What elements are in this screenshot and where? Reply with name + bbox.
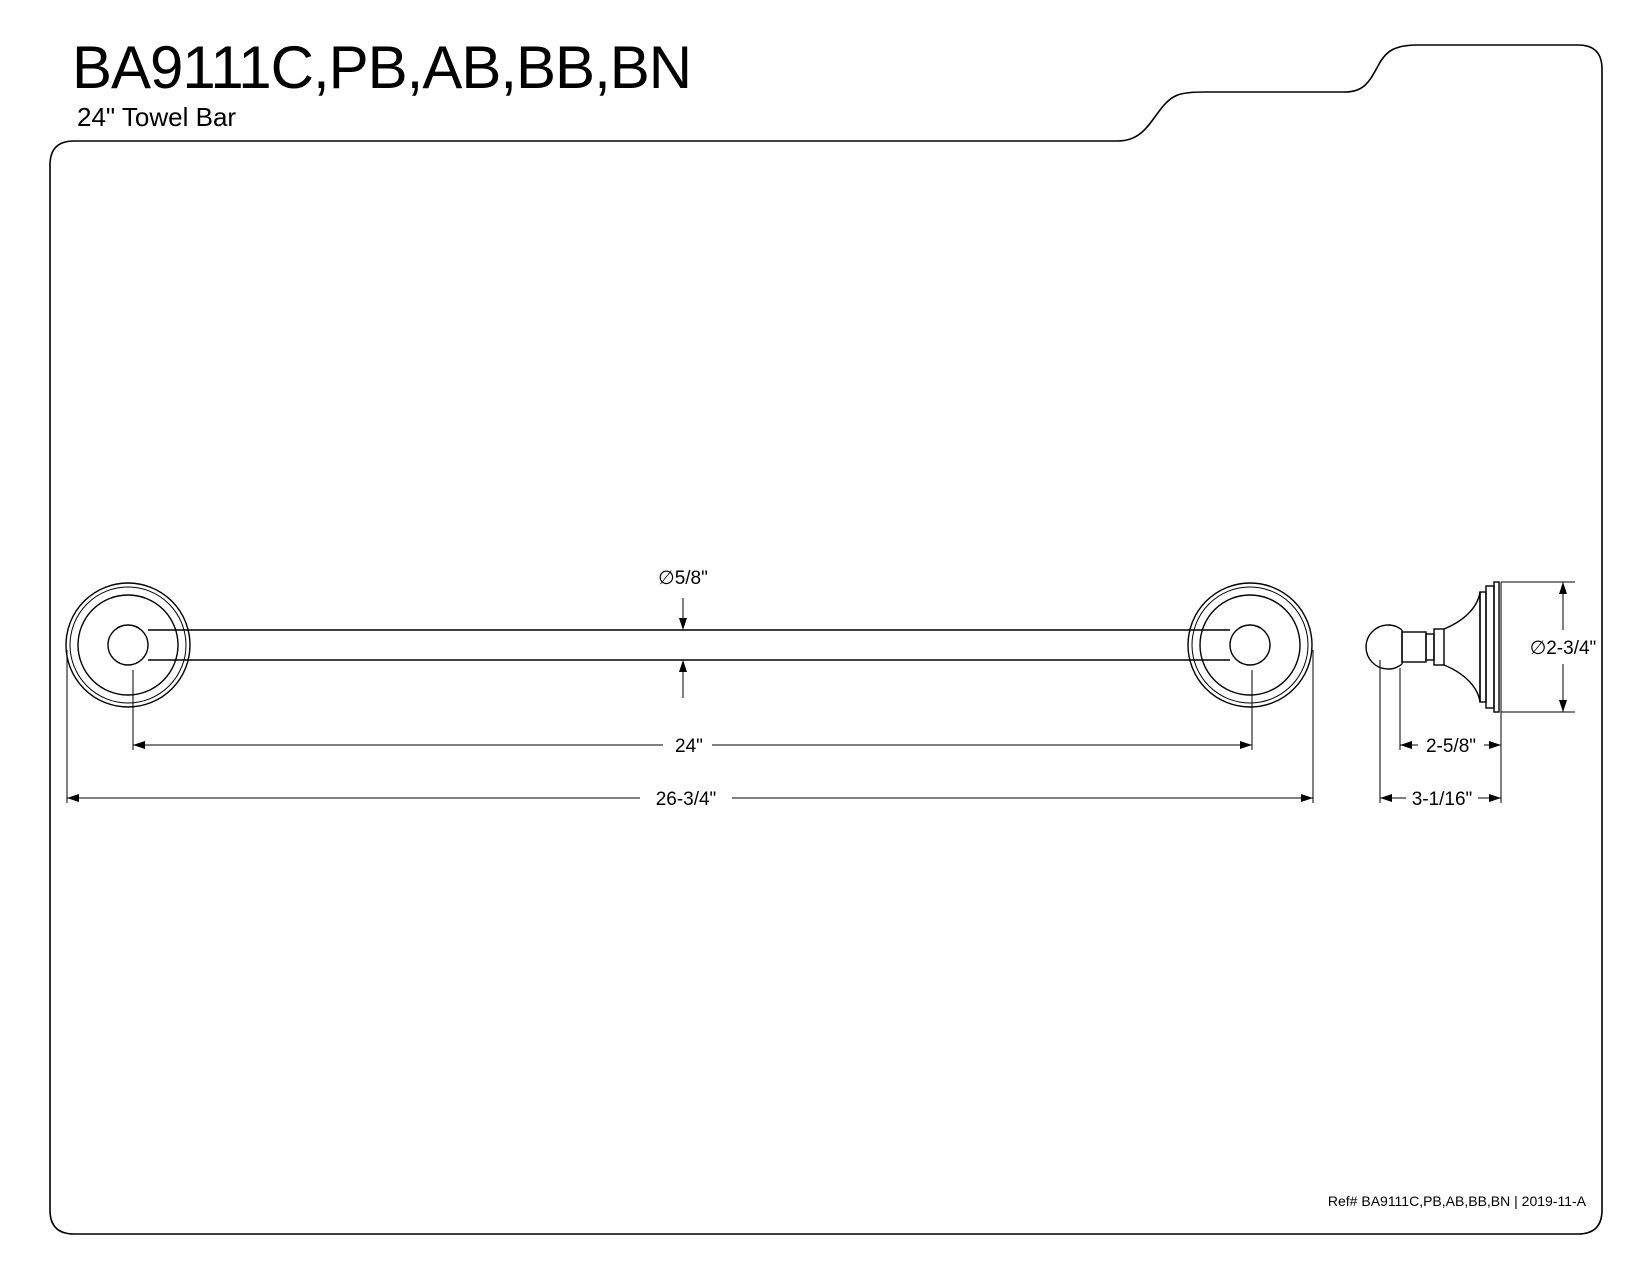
product-title: BA9111C,PB,AB,BB,BN <box>72 34 691 101</box>
bar-diameter-callout <box>679 598 687 698</box>
reference-footer: Ref# BA9111C,PB,AB,BB,BN | 2019-11-A <box>1328 1193 1587 1209</box>
center-to-center-dimension <box>132 670 1253 750</box>
overall-length-dimension <box>66 650 1314 803</box>
center-to-center-label: 24" <box>675 736 703 757</box>
flange-diameter-dimension <box>1501 581 1575 713</box>
product-subtitle: 24" Towel Bar <box>77 102 236 132</box>
right-flange <box>1187 582 1313 708</box>
overall-projection-label: 3-1/16" <box>1412 789 1473 810</box>
overall-length-label: 26-3/4" <box>656 789 717 810</box>
projection-to-bar-label: 2-5/8" <box>1426 736 1476 757</box>
overall-projection-dimension <box>1379 660 1502 803</box>
left-flange <box>65 582 191 708</box>
drawing-frame <box>49 44 1603 1235</box>
side-view-bracket <box>1365 581 1502 713</box>
projection-to-bar-dimension <box>1399 668 1502 750</box>
flange-diameter-label: ∅2-3/4" <box>1530 638 1597 659</box>
towel-bar-rod <box>148 629 1230 661</box>
bar-diameter-label: ∅5/8" <box>658 568 708 589</box>
